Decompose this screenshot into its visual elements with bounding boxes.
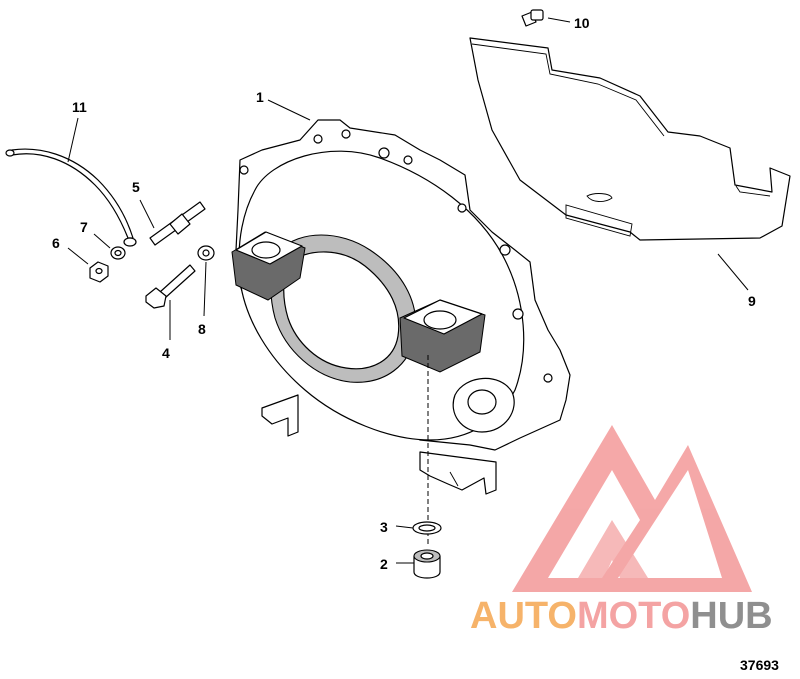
part-11-ground-cable	[5, 117, 137, 247]
part-8-washer	[197, 245, 215, 317]
watermark-logo	[512, 425, 752, 592]
part-10-bolt	[521, 9, 571, 27]
callout-5: 5	[132, 179, 140, 195]
callout-10: 10	[574, 15, 590, 31]
figure-number: 37693	[740, 657, 779, 673]
leader-1	[267, 99, 311, 121]
callout-9: 9	[748, 293, 756, 309]
part-7-lockwasher	[93, 233, 126, 260]
callout-6: 6	[52, 235, 60, 251]
part-1-flywheel-housing	[231, 119, 571, 495]
callout-4: 4	[162, 345, 170, 361]
watermark-auto: AUTO	[470, 595, 577, 637]
callout-11: 11	[72, 99, 87, 115]
callout-7: 7	[80, 219, 88, 235]
part-5-stud	[139, 199, 206, 246]
part-2-bushing	[413, 549, 441, 579]
part-9-shield	[469, 37, 791, 241]
watermark-moto: MOTO	[577, 595, 690, 637]
callout-1: 1	[256, 89, 264, 105]
watermark-hub: HUB	[690, 595, 772, 637]
callout-2: 2	[380, 556, 388, 572]
part-6-nut	[67, 247, 109, 283]
callout-3: 3	[380, 519, 388, 535]
part-3-washer	[412, 521, 442, 535]
part-4-bolt	[145, 264, 196, 340]
callout-8: 8	[198, 321, 206, 337]
leader-3	[395, 525, 414, 529]
leader-9	[717, 253, 749, 291]
watermark-text: AUTOMOTOHUB	[470, 595, 773, 637]
